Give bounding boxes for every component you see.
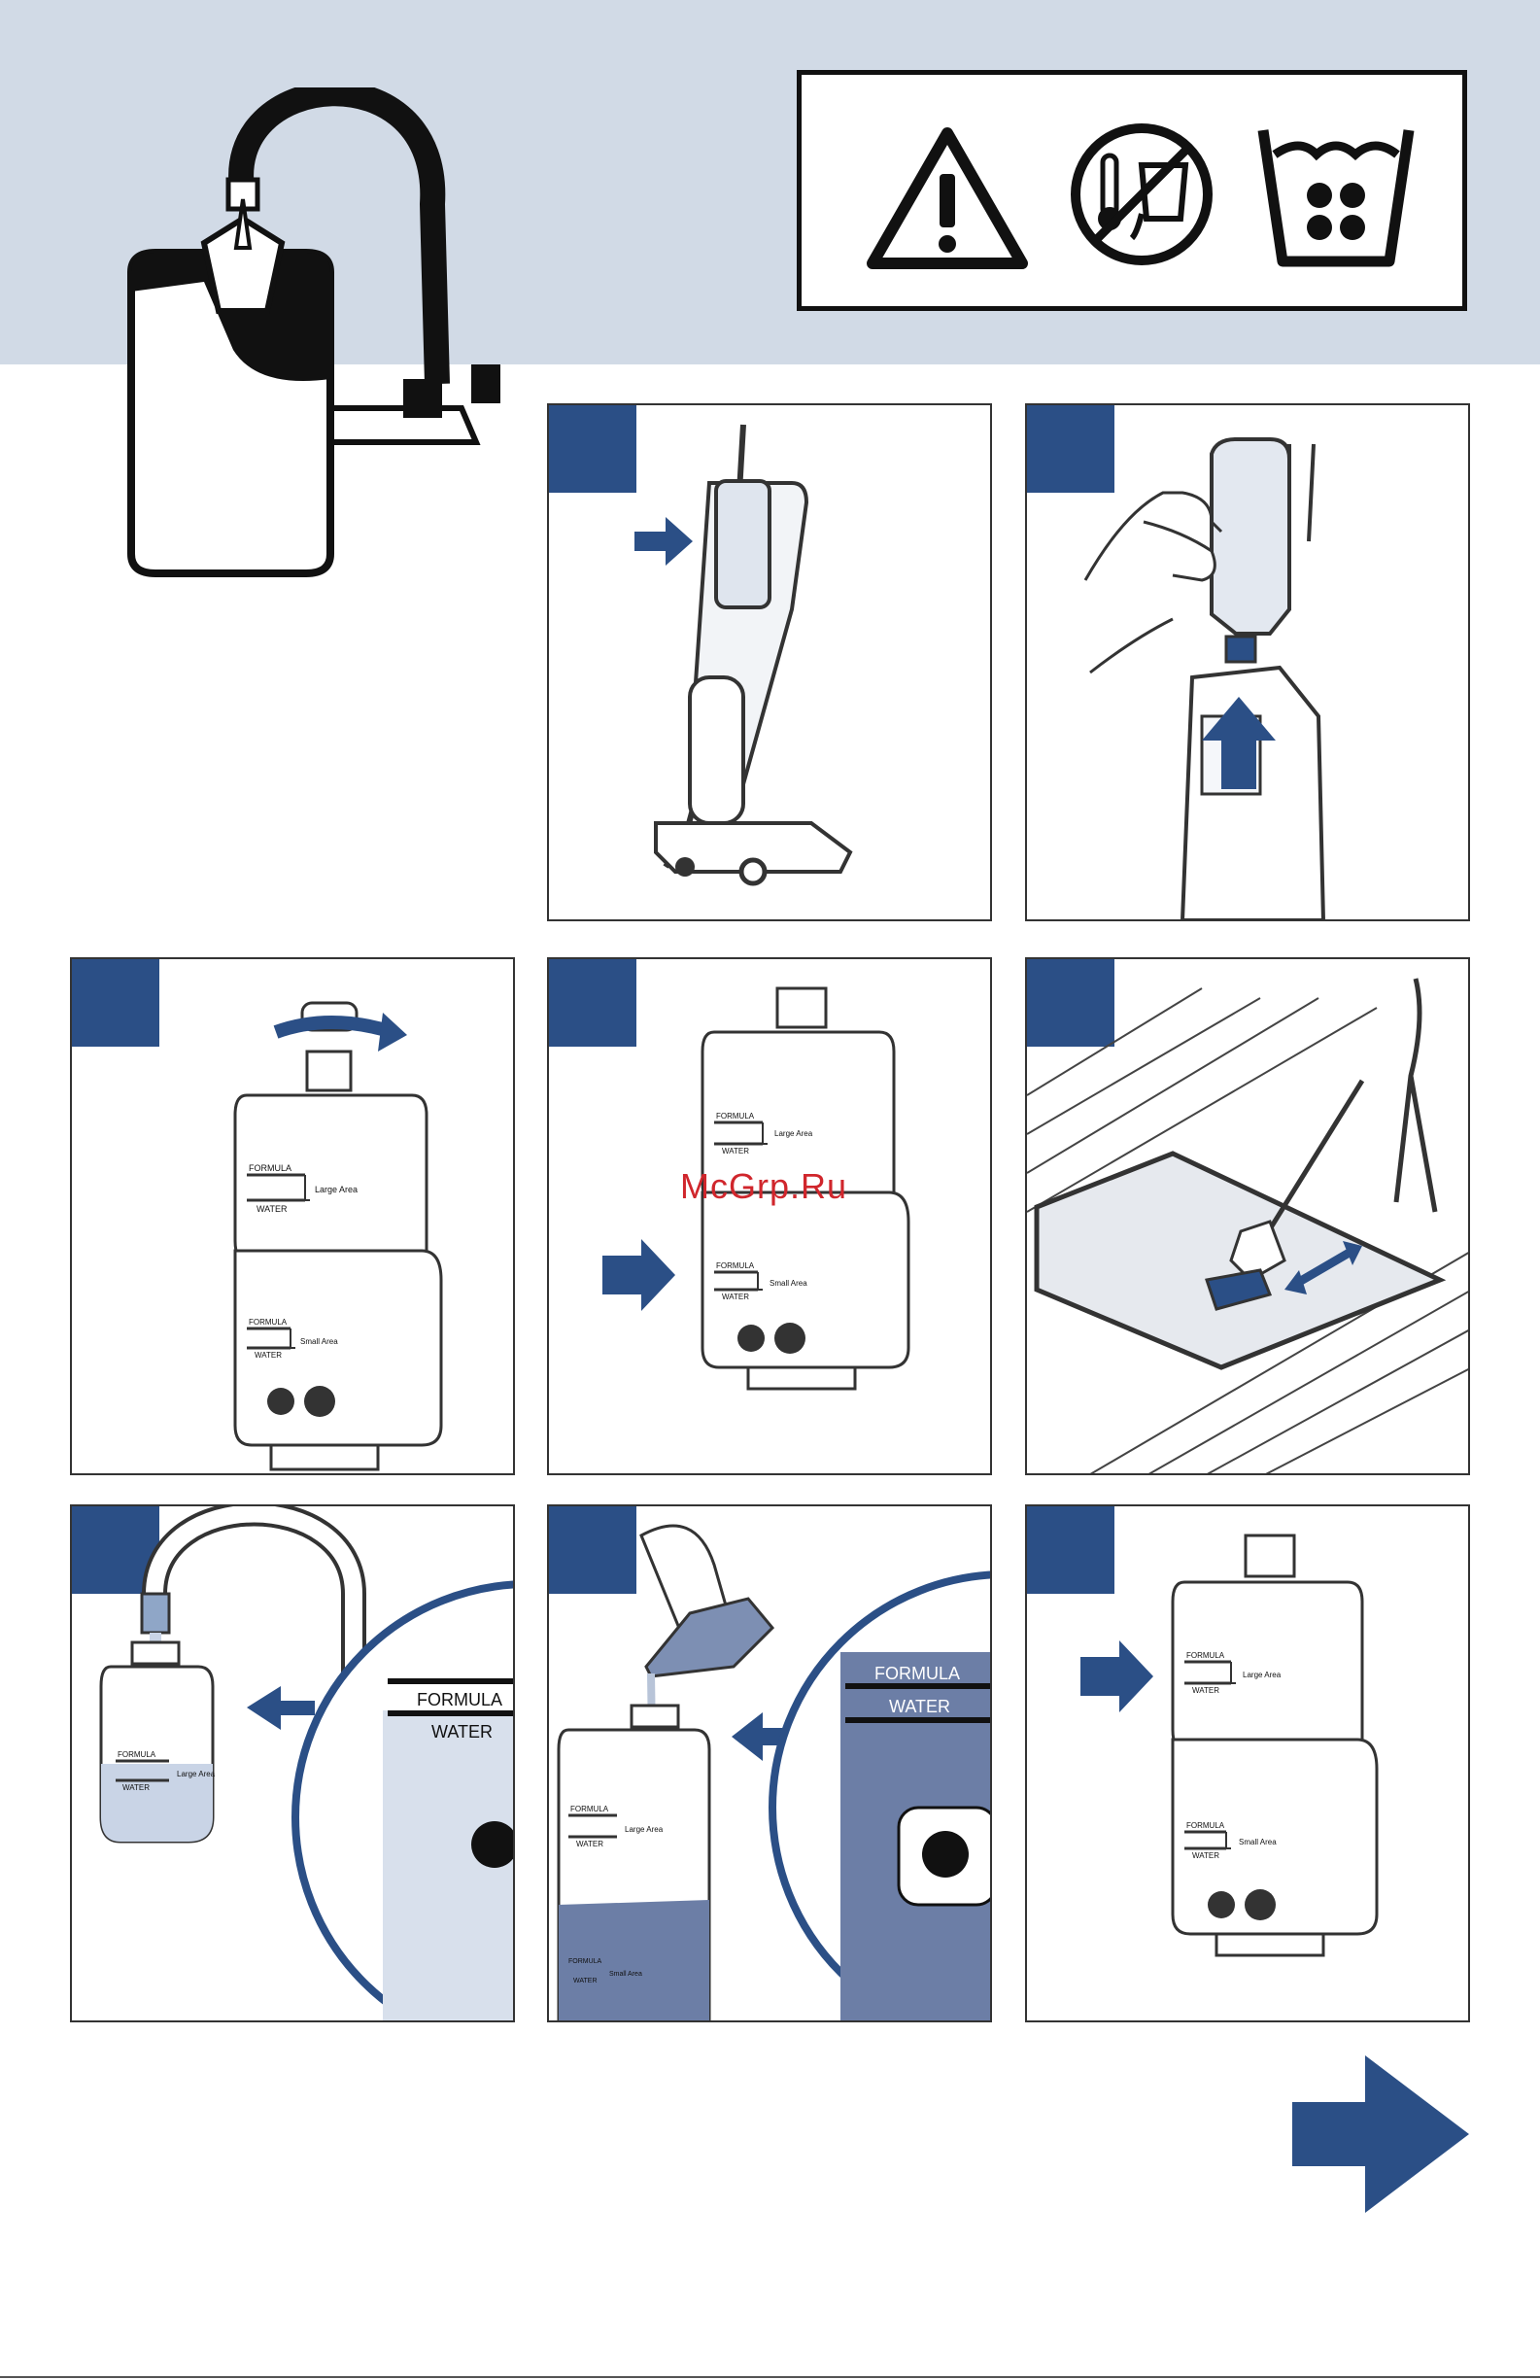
tank-formula-label-small: FORMULA: [568, 1958, 602, 1965]
tank-formula-label-small: FORMULA: [1186, 1821, 1225, 1830]
footer-rule: [0, 2376, 1540, 2378]
tank-water-label-small: WATER: [255, 1351, 282, 1360]
tank-formula-label: FORMULA: [118, 1750, 156, 1759]
faucet-filling-tank-illustration: [112, 87, 500, 593]
step-panel-1: [547, 403, 992, 921]
step-panel-6: FORMULA WATER Large Area FORMULA WATER: [70, 1504, 515, 2022]
tank-small-area-label: Small Area: [770, 1279, 807, 1288]
step-panel-4: FORMULA WATER Large Area FORMULA WATER S…: [547, 957, 992, 1475]
dishwasher-icon: [1253, 116, 1419, 271]
tank-formula-label-small: FORMULA: [716, 1261, 755, 1270]
tank-water-label-small: WATER: [1192, 1851, 1219, 1860]
small-area-fill-level-illustration: FORMULA WATER Large Area FORMULA WATER S…: [549, 959, 992, 1475]
zoom-formula-label: FORMULA: [874, 1664, 960, 1683]
zoom-water-label: WATER: [431, 1722, 493, 1742]
tank-water-label-small: WATER: [573, 1978, 598, 1984]
remove-cap-illustration: FORMULA WATER Large Area FORMULA WATER S…: [72, 959, 515, 1475]
tank-water-label: WATER: [576, 1840, 603, 1848]
tank-water-label-small: WATER: [722, 1293, 749, 1301]
vacuum-tank-location-illustration: [549, 405, 992, 921]
zoom-water-label: WATER: [889, 1697, 950, 1716]
step-panel-3: FORMULA WATER Large Area FORMULA WATER S…: [70, 957, 515, 1475]
tank-small-area-label: Small Area: [609, 1971, 642, 1978]
tank-water-label: WATER: [722, 1147, 749, 1156]
hot-water-prohibited-icon: [1069, 121, 1215, 267]
tank-water-label: WATER: [1192, 1686, 1219, 1695]
step-panel-2: [1025, 403, 1470, 921]
large-area-fill-level-illustration: FORMULA WATER Large Area FORMULA WATER S…: [1027, 1506, 1470, 2022]
tank-large-area-label: Large Area: [1243, 1671, 1282, 1679]
warning-symbols-box: [797, 70, 1467, 311]
insert-tank-illustration: [1027, 405, 1470, 921]
tank-formula-label: FORMULA: [716, 1112, 755, 1121]
zoom-formula-label: FORMULA: [417, 1690, 502, 1709]
next-page-arrow-icon[interactable]: [1292, 2055, 1469, 2213]
tank-formula-label: FORMULA: [570, 1805, 609, 1813]
tank-large-area-label: Large Area: [315, 1185, 358, 1194]
warning-triangle-icon: [865, 125, 1030, 271]
step-panel-7: FORMULA WATER Large Area FORMULA WATER S…: [547, 1504, 992, 2022]
tank-large-area-label: Large Area: [177, 1770, 216, 1778]
step-panel-5: [1025, 957, 1470, 1475]
tank-water-label: WATER: [122, 1783, 150, 1792]
tank-small-area-label: Small Area: [300, 1337, 338, 1346]
tank-large-area-label: Large Area: [625, 1825, 664, 1834]
watermark: McGrp.Ru: [680, 1166, 847, 1207]
tank-formula-label: FORMULA: [1186, 1651, 1225, 1660]
tank-large-area-label: Large Area: [774, 1129, 813, 1138]
tank-small-area-label: Small Area: [1239, 1838, 1277, 1846]
tank-formula-label: FORMULA: [249, 1163, 291, 1173]
tank-formula-label-small: FORMULA: [249, 1318, 288, 1327]
pour-formula-illustration: FORMULA WATER Large Area FORMULA WATER S…: [549, 1506, 992, 2022]
step-panel-8: FORMULA WATER Large Area FORMULA WATER S…: [1025, 1504, 1470, 2022]
cleaning-rug-illustration: [1027, 959, 1470, 1475]
tank-water-label: WATER: [257, 1204, 288, 1214]
fill-water-at-faucet-illustration: FORMULA WATER Large Area FORMULA WATER: [72, 1506, 515, 2022]
